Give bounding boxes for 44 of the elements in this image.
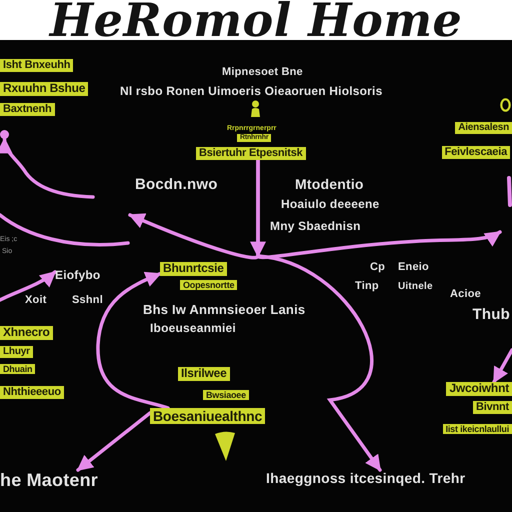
- text-label: Bocdn.nwo: [135, 176, 218, 194]
- highlighted-label: Baxtnenh: [0, 103, 55, 116]
- text-label: Bhs Iw Anmnsieoer Lanis: [143, 303, 306, 318]
- highlighted-label: Jwcoiwhnt: [446, 382, 512, 396]
- text-label: Mny Sbaednisn: [270, 220, 361, 234]
- highlighted-label: Feivlescaeia: [442, 146, 510, 159]
- highlighted-label: Xhnecro: [0, 326, 53, 340]
- arrow: [256, 158, 382, 472]
- text-label: Eiofybo: [55, 269, 100, 283]
- text-label: Mtodentio: [295, 176, 364, 192]
- arrow: [0, 270, 57, 302]
- text-label: Acioe: [450, 288, 481, 301]
- arrow: [76, 411, 152, 472]
- highlighted-label: Isht Bnxeuhh: [0, 59, 74, 72]
- text-label: Eneio: [398, 261, 429, 274]
- highlighted-label: Aiensalesn: [455, 122, 512, 134]
- highlighted-label: Ilsrilwee: [178, 367, 230, 381]
- arrow: [0, 137, 95, 199]
- highlighted-label: Dhuain: [0, 364, 36, 374]
- text-label: Ihaeggnoss itcesinqed. Trehr: [266, 470, 466, 486]
- text-label: Hoaiulo deeeene: [281, 198, 380, 212]
- highlighted-label: Bwsiaoee: [203, 390, 249, 400]
- highlighted-label: Oopesnortte: [180, 280, 238, 290]
- highlighted-label: Lhuyr: [0, 346, 33, 358]
- highlighted-label: Boesaniuealthnc: [150, 408, 266, 424]
- text-label: Tinp: [355, 280, 379, 293]
- text-label: Sshnl: [72, 294, 103, 307]
- text-label: he Maotenr: [0, 470, 98, 491]
- text-label: Xoit: [25, 294, 47, 307]
- highlighted-label: Bivnnt: [472, 401, 512, 414]
- highlighted-label: Iist ikeicnlaullui: [442, 424, 512, 434]
- highlighted-label: Rxuuhn Bshue: [0, 82, 88, 96]
- text-label: Mipnesoet Bne: [222, 66, 303, 79]
- text-label: Iboeuseanmiei: [150, 322, 236, 336]
- arrow: [492, 348, 512, 384]
- highlighted-label: Nhthieeeuo: [0, 386, 64, 399]
- diagram-title: HeRomol Home: [50, 0, 462, 40]
- highlighted-label: Bsiertuhr Etpesnitsk: [196, 147, 306, 160]
- text-label: Thub: [472, 306, 510, 324]
- arrow: [96, 272, 170, 410]
- highlighted-label: Bhunrtcsie: [160, 262, 227, 276]
- text-label: Nl rsbo Ronen Uimoeris Oieaoruen Hiolsoris: [120, 85, 382, 99]
- text-label: Uitnele: [398, 281, 433, 292]
- text-label: Cp: [370, 261, 386, 274]
